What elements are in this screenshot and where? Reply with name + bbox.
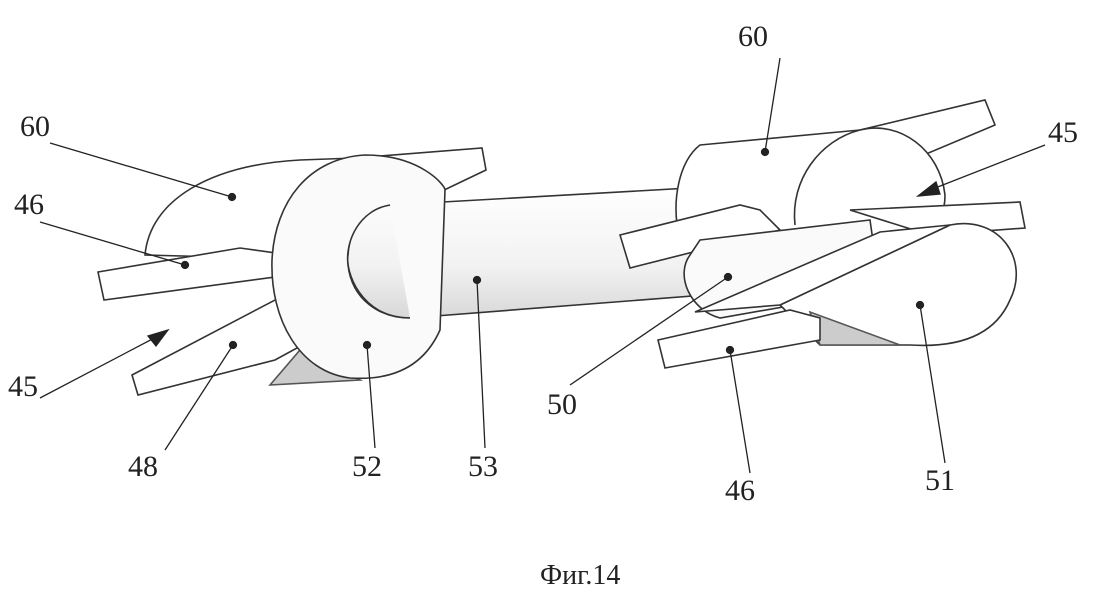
label-46-left: 46: [14, 190, 44, 220]
figure-caption: Фиг.14: [540, 560, 620, 592]
label-46-right: 46: [725, 476, 755, 506]
label-60-left: 60: [20, 112, 50, 142]
label-50: 50: [547, 390, 577, 420]
right-lower-plate-46: [658, 310, 820, 368]
label-48: 48: [128, 452, 158, 482]
left-plate-46: [98, 248, 290, 300]
label-60-right: 60: [738, 22, 768, 52]
label-53: 53: [468, 452, 498, 482]
label-51: 51: [925, 466, 955, 496]
label-45-left: 45: [8, 372, 38, 402]
label-52: 52: [352, 452, 382, 482]
label-45-right: 45: [1048, 118, 1078, 148]
